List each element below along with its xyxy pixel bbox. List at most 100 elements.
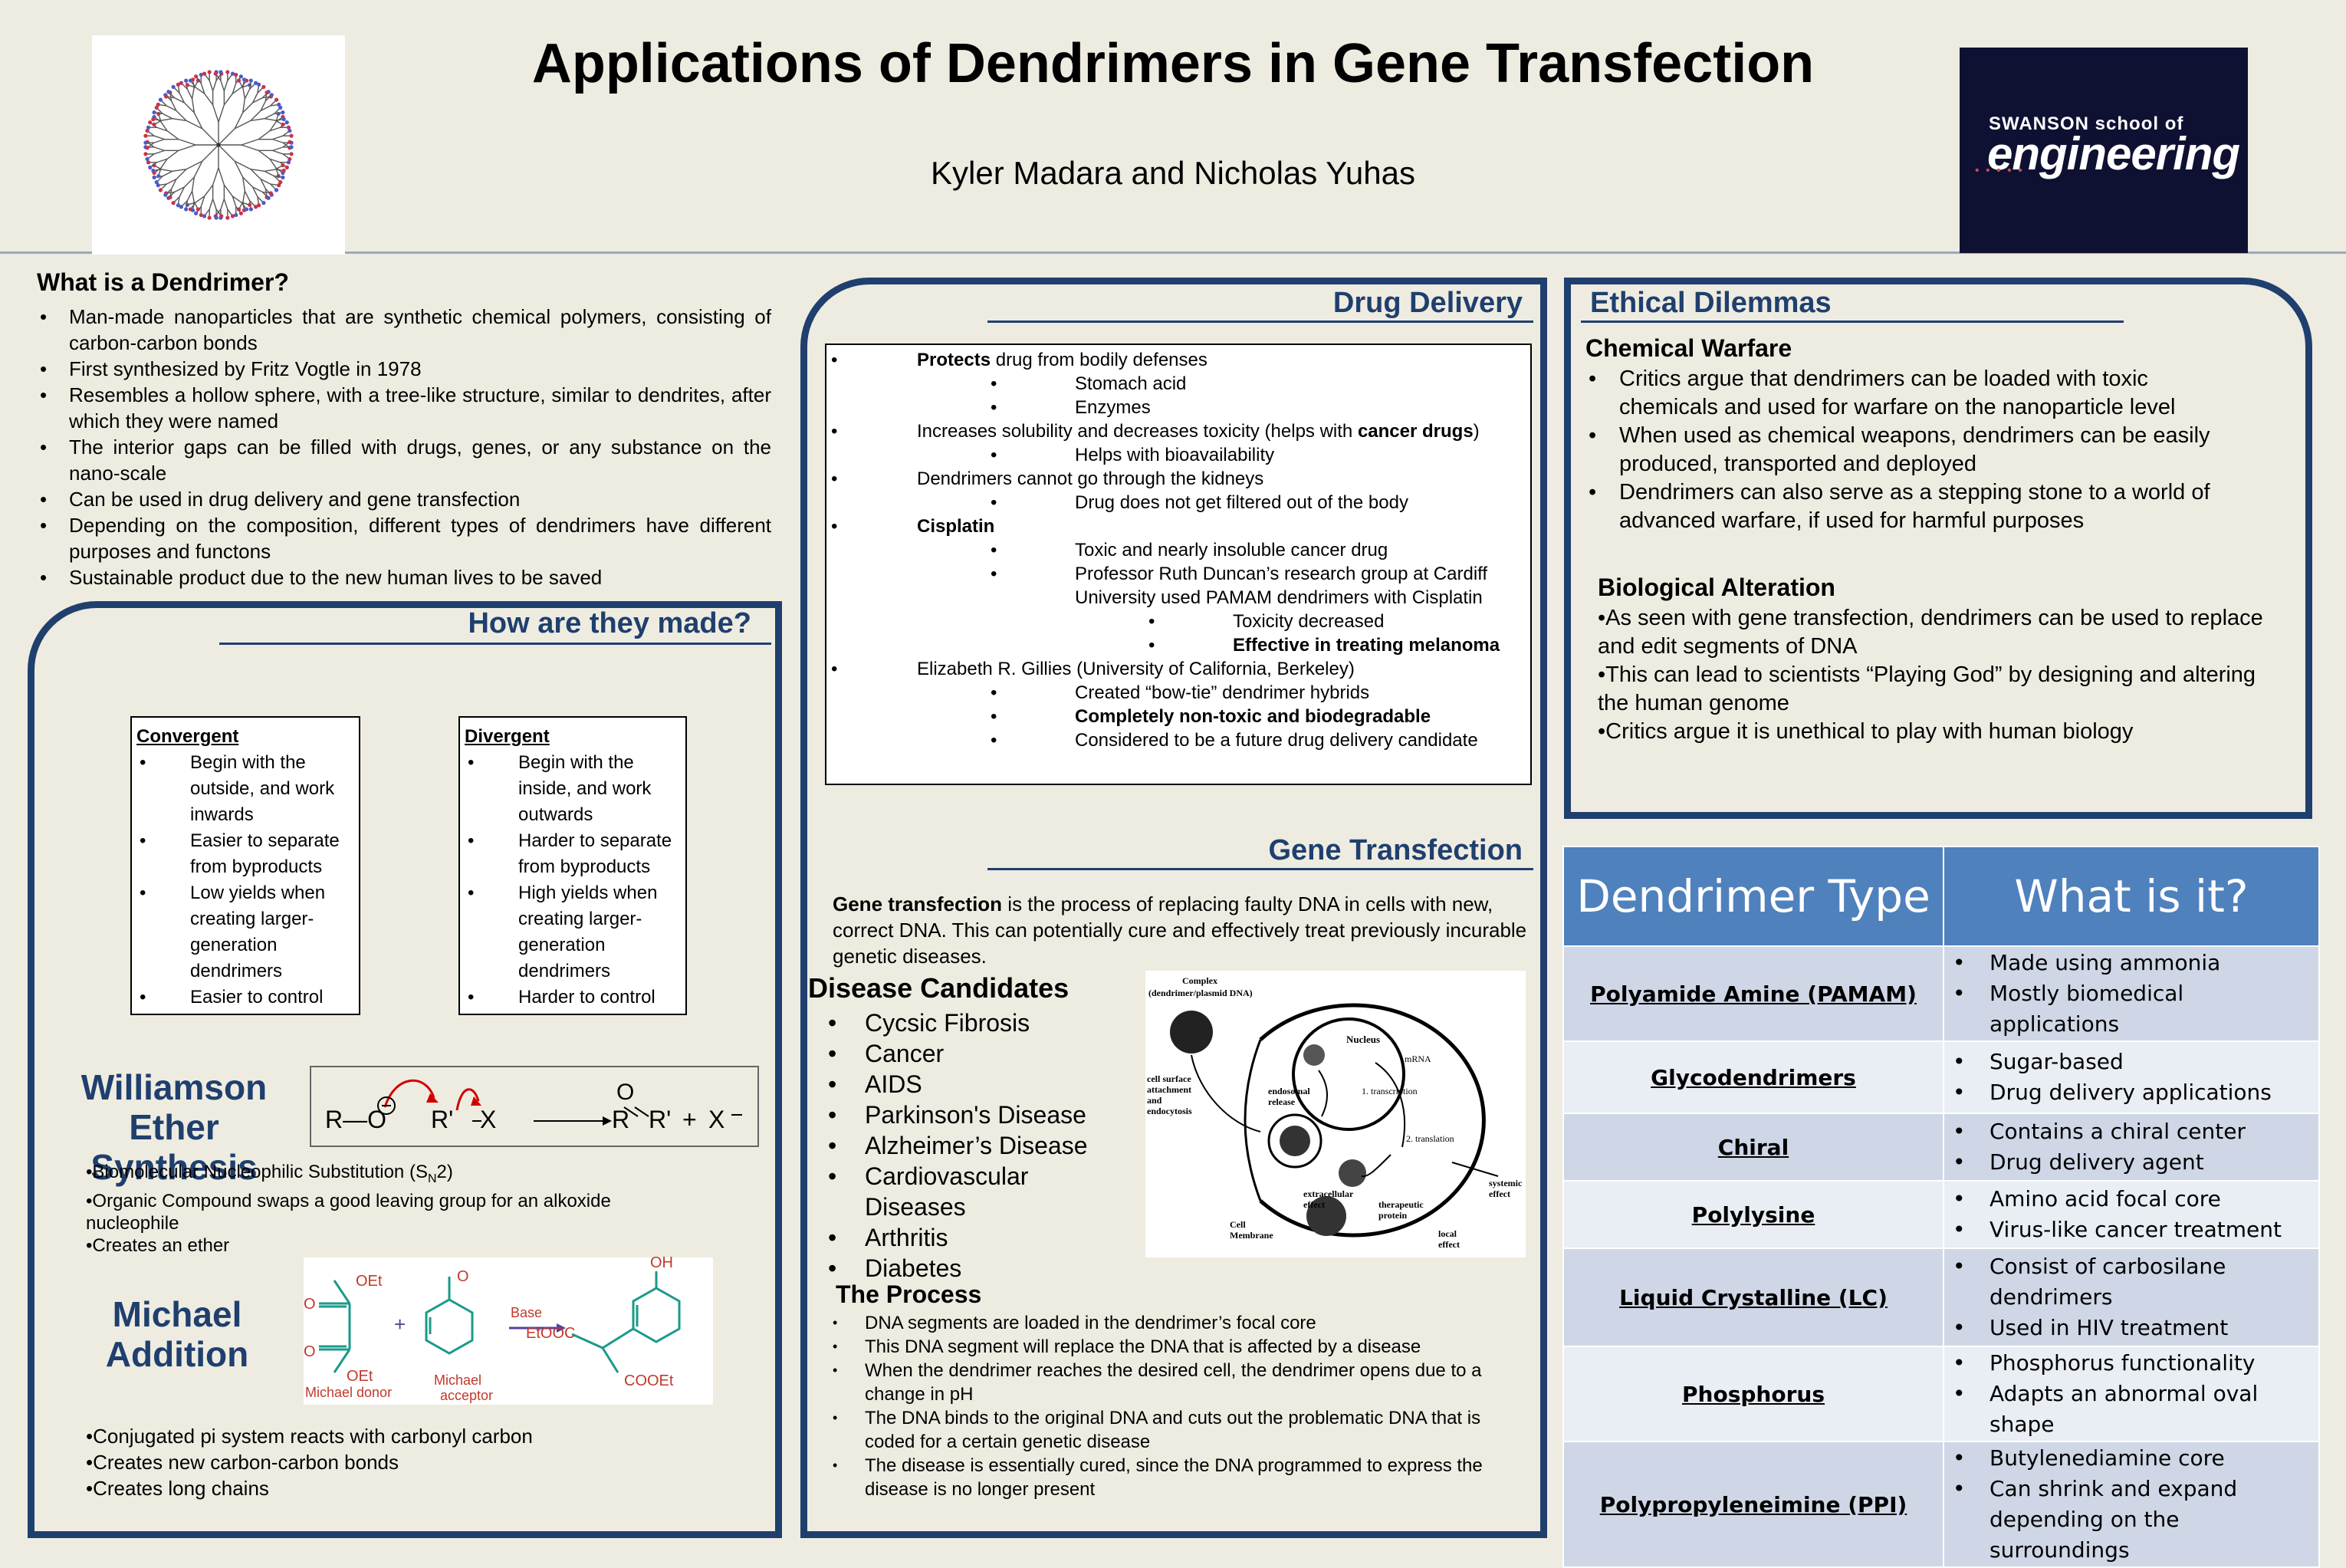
warfare-item: Dendrimers can also serve as a stepping …	[1584, 478, 2251, 535]
dendrimer-type-desc: Sugar-basedDrug delivery applications	[1943, 1040, 2320, 1114]
poster-authors: Kyler Madara and Nicholas Yuhas	[931, 155, 1415, 191]
drug-bullet: •	[991, 373, 997, 394]
drug-line: • Elizabeth R. Gillies (University of Cal…	[826, 657, 1532, 681]
drug-line: • Toxic and nearly insoluble cancer drug	[826, 538, 1532, 562]
drug-bullet: •	[991, 564, 997, 584]
michael-cooet: COOEt	[624, 1372, 674, 1389]
dendrimer-desc-item: Mostly biomedical applications	[1945, 978, 2318, 1040]
williamson-equation: R—O R' X R O R' + X	[310, 1066, 759, 1147]
michael-title: Michael Addition	[74, 1294, 281, 1374]
dg-endosomal: endosomal release	[1268, 1086, 1310, 1107]
dg-surface: cell surface attachment and endocytosis	[1147, 1073, 1192, 1116]
drug-bullet: •	[991, 445, 997, 465]
bio-heading: Biological Alteration	[1598, 574, 1835, 601]
what-is-item: Resembles a hollow sphere, with a tree-l…	[37, 382, 771, 434]
drug-line-text: Effective in treating melanoma	[1233, 633, 1500, 657]
table-row: Polypropyleneimine (PPI)Butylenediamine …	[1562, 1441, 2320, 1568]
michael-acceptor-1: Michael	[434, 1372, 482, 1388]
warfare-list: Critics argue that dendrimers can be loa…	[1584, 365, 2251, 535]
logo-line1: SWANSON school of	[1989, 113, 2184, 134]
table-header-type: Dendrimer Type	[1562, 846, 1944, 947]
drug-line: University used PAMAM dendrimers with Ci…	[826, 586, 1532, 610]
dendrimer-desc-item: Amino acid focal core	[1945, 1184, 2318, 1215]
michael-title-line2: Addition	[105, 1334, 249, 1374]
drug-line-text: Enzymes	[1075, 396, 1151, 419]
drug-text-part: Elizabeth R. Gillies (University of Cali…	[917, 659, 1355, 679]
drug-bullet: •	[991, 730, 997, 751]
process-item: When the dendrimer reaches the desired c…	[831, 1359, 1524, 1406]
michael-oet2: OEt	[347, 1368, 373, 1385]
made-heading-rule	[219, 643, 771, 645]
logo-line2: engineering	[1987, 128, 2240, 179]
poster-title: Applications of Dendrimers in Gene Trans…	[531, 33, 1815, 94]
divergent-item: High yields when creating larger-generat…	[465, 880, 681, 985]
drug-line-text: Professor Ruth Duncan’s research group a…	[1075, 562, 1487, 586]
drug-text-part: Cisplatin	[917, 516, 995, 537]
gene-diagram: Complex (dendrimer/plasmid DNA) cell sur…	[1145, 971, 1526, 1257]
gene-intro-rest: is the process of replacing faulty DNA i…	[833, 892, 1527, 968]
made-heading: How are they made?	[468, 607, 751, 639]
dendrimer-type-name: Polyamide Amine (PAMAM)	[1562, 945, 1944, 1042]
candidate-item: Alzheimer’s Disease	[808, 1130, 1130, 1161]
williamson-note-3: •Creates an ether	[86, 1234, 230, 1256]
process-item: DNA segments are loaded in the dendrimer…	[831, 1311, 1524, 1335]
williamson-note-1c: 2)	[436, 1162, 453, 1182]
divergent-item: Harder to control	[465, 985, 681, 1011]
dendrimer-type-desc: Made using ammoniaMostly biomedical appl…	[1943, 945, 2320, 1042]
drug-bullet: •	[831, 516, 838, 537]
michael-base: Base	[511, 1305, 543, 1320]
dg-complex: Complex	[1182, 975, 1217, 986]
michael-oh: OH	[650, 1254, 673, 1271]
drug-line-text: Drug does not get filtered out of the bo…	[1075, 491, 1408, 514]
drug-bullet: •	[1148, 611, 1155, 632]
table-row: Polyamide Amine (PAMAM)Made using ammoni…	[1562, 945, 2320, 1042]
eq-x: X	[708, 1106, 725, 1133]
convergent-item: Low yields when creating larger-generati…	[136, 880, 354, 985]
drug-line: •Completely non-toxic and biodegradable	[826, 705, 1532, 728]
drug-text-part: Toxic and nearly insoluble cancer drug	[1075, 540, 1388, 560]
michael-note-1: •Conjugated pi system reacts with carbon…	[86, 1425, 533, 1448]
what-is-item: Can be used in drug delivery and gene tr…	[37, 486, 771, 512]
convergent-item: Easier to control	[136, 985, 354, 1011]
gene-heading-rule	[987, 868, 1533, 870]
drug-bullet: •	[831, 659, 838, 679]
dendrimer-desc-item: Virus-like cancer treatment	[1945, 1215, 2318, 1245]
eq-left3: X	[480, 1106, 497, 1133]
made-frame	[28, 601, 782, 1538]
dendrimer-type-desc: Phosphorus functionalityAdapts an abnorm…	[1943, 1346, 2320, 1442]
dendrimer-type-name: Glycodendrimers	[1562, 1040, 1944, 1114]
drug-line: •Stomach acid	[826, 372, 1532, 396]
drug-line-text: University used PAMAM dendrimers with Ci…	[1075, 586, 1483, 610]
divergent-item: Harder to separate from byproducts	[465, 828, 681, 880]
drug-line: •Protects drug from bodily defenses	[826, 348, 1532, 372]
drug-line-text: Elizabeth R. Gillies (University of Cali…	[917, 657, 1355, 681]
what-is-item: Sustainable product due to the new human…	[37, 564, 771, 590]
drug-bullet: •	[831, 350, 838, 370]
drug-line: • Toxicity decreased	[826, 610, 1532, 633]
eq-left2: R'	[431, 1106, 454, 1133]
dendrimer-desc-item: Made using ammonia	[1945, 948, 2318, 978]
drug-line: •Drug does not get filtered out of the b…	[826, 491, 1532, 514]
what-is-item: The interior gaps can be filled with dru…	[37, 434, 771, 486]
candidate-item: Cancer	[808, 1038, 1130, 1069]
drug-text-part: Professor Ruth Duncan’s research group a…	[1075, 564, 1488, 584]
dendrimer-desc-item: Drug delivery agent	[1945, 1147, 2318, 1178]
ethics-heading: Ethical Dilemmas	[1590, 287, 1832, 319]
michael-note-3: •Creates long chains	[86, 1477, 269, 1500]
logo-dots: • • • • •	[1975, 164, 2024, 177]
what-is-heading: What is a Dendrimer?	[37, 268, 289, 296]
dendrimer-desc-item: Adapts an abnormal oval shape	[1945, 1379, 2318, 1440]
michael-donor: Michael donor	[305, 1385, 393, 1400]
drug-text-part: )	[1473, 421, 1480, 442]
eq-plus: +	[682, 1106, 697, 1133]
dendrimer-image	[92, 35, 345, 255]
drug-bullet: •	[831, 421, 838, 442]
drug-line-text: Toxicity decreased	[1233, 610, 1384, 633]
candidate-item: Parkinson's Disease	[808, 1100, 1130, 1130]
table-row: Liquid Crystalline (LC)Consist of carbos…	[1562, 1247, 2320, 1347]
drug-bullet: •	[991, 540, 997, 560]
drug-line-text: Cisplatin	[917, 514, 994, 538]
drug-text-part: drug from bodily defenses	[991, 350, 1208, 370]
convergent-item: Begin with the outside, and work inwards	[136, 750, 354, 828]
what-is-item: First synthesized by Fritz Vogtle in 197…	[37, 356, 771, 382]
